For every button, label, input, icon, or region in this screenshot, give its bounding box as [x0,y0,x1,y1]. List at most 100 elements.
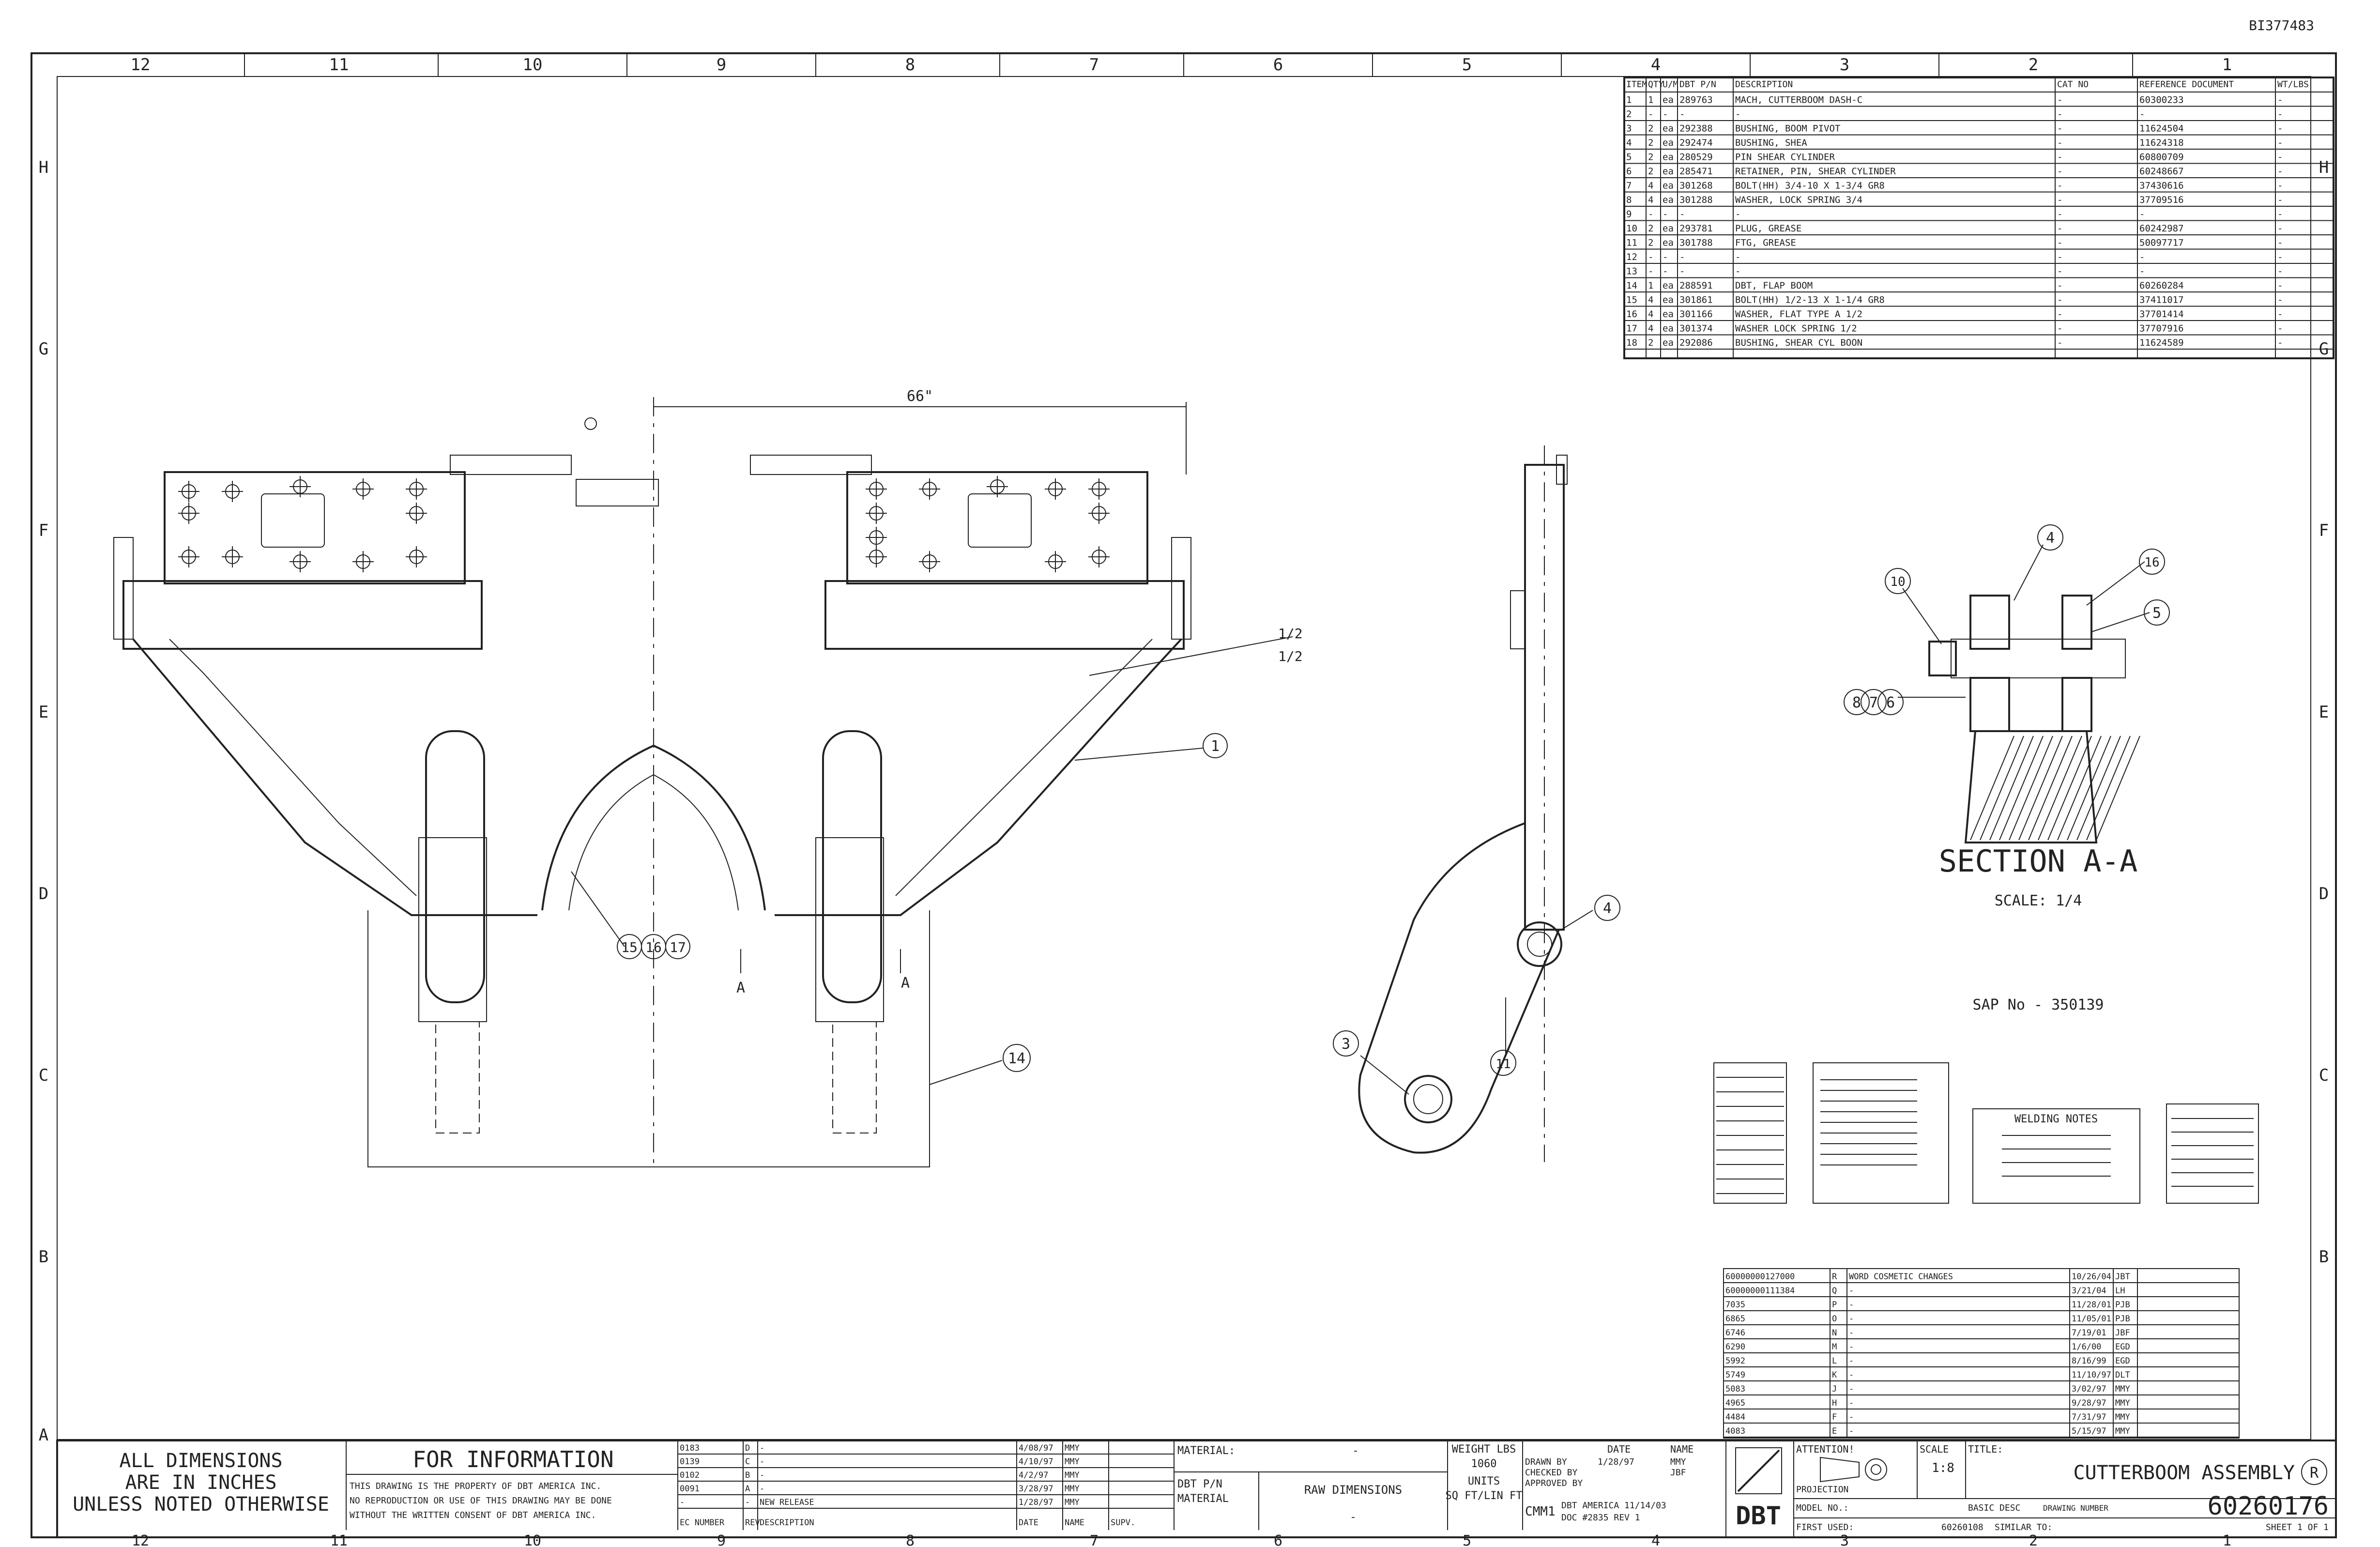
bom-cell: 18 [1626,337,1637,348]
bom-cell: - [1648,209,1653,220]
revision-cell: - [1849,1314,1854,1324]
bom-cell: - [2277,323,2283,334]
revision-cell: 6865 [1725,1314,1745,1324]
bom-cell: - [1679,266,1685,277]
bom-cell: 301166 [1679,309,1713,320]
model-label: MODEL NO.: [1796,1503,1848,1513]
zone-right-F: F [2319,521,2329,540]
balloon-sec-6 [1877,689,1904,715]
material-label: MATERIAL: [1177,1445,1235,1457]
bom-cell: 50097717 [2139,238,2184,248]
similar-to: SIMILAR TO: [1995,1522,2052,1532]
revision-cell: EGD [2115,1342,2130,1352]
bom-cell: - [2057,152,2062,163]
bom-cell: - [2277,280,2283,291]
bom-cell: - [2277,223,2283,234]
bom-cell: ea [1663,138,1674,148]
bom-cell: 11 [1626,238,1637,248]
revision-cell: 60000000127000 [1725,1272,1795,1282]
raw-dim-value: - [1350,1511,1356,1523]
bom-cell: 37709516 [2139,195,2184,205]
dbt-pn-material: MATERIAL [1177,1493,1229,1505]
revision-cell: 10/26/04 [2072,1272,2111,1282]
drawn-by-name: MMY [1670,1457,1686,1467]
revision-cell: - [1849,1370,1854,1380]
balloon-sec-4 [2037,524,2063,551]
zone-top-9: 9 [717,55,726,75]
zone-bottom-5: 5 [1463,1532,1471,1547]
rev-history-cell: - [680,1498,685,1507]
balloon-sec-4-label: 4 [2046,530,2055,547]
bom-cell: ea [1663,181,1674,191]
zone-bottom-1: 1 [2223,1532,2231,1547]
bom-cell: - [2277,266,2283,277]
balloon-3-label: 3 [1342,1036,1350,1053]
balloon-15-label: 15 [621,939,638,955]
bom-cell: - [2139,252,2145,262]
rev-footer-cell: SUPV. [1111,1518,1135,1528]
dbt-pn-label: DBT P/N [1177,1478,1222,1490]
units-label: UNITS [1468,1475,1500,1487]
bom-cell: - [2057,337,2062,348]
balloon-14 [1003,1044,1031,1072]
bom-cell: - [2057,181,2062,191]
drawn-by-date: 1/28/97 [1598,1457,1634,1467]
rev-history-cell: - [745,1498,750,1507]
bom-cell: - [2277,309,2283,320]
rev-history-cell: 4/2/97 [1019,1470,1048,1480]
bom-cell: 2 [1626,109,1632,120]
balloon-16-label: 16 [645,939,662,955]
section-scale: SCALE: 1/4 [1995,892,2082,909]
bom-cell: BUSHING, BOOM PIVOT [1735,123,1840,134]
bom-header: DBT P/N [1679,79,1716,90]
bom-cell: - [2057,252,2062,262]
zone-bottom-6: 6 [1274,1532,1282,1547]
revision-cell: - [1849,1398,1854,1408]
bom-cell: - [1679,109,1685,120]
bom-cell: ea [1663,238,1674,248]
bom-cell: - [2057,123,2062,134]
bom-header: WT/LBS [2277,79,2309,90]
revision-cell: PJB [2115,1314,2130,1324]
zone-bottom-8: 8 [906,1532,915,1547]
zone-left-E: E [39,703,48,722]
balloon-1-label: 1 [1211,738,1220,755]
rev-history-cell: 3/28/97 [1019,1484,1053,1494]
bom-cell: - [2277,337,2283,348]
bom-cell: WASHER, FLAT TYPE A 1/2 [1735,309,1862,320]
rev-history-cell: MMY [1065,1470,1080,1480]
rev-footer-cell: NAME [1065,1518,1084,1528]
bom-cell: PIN SHEAR CYLINDER [1735,152,1835,163]
rev-history-cell: A [745,1484,750,1494]
scale-label: SCALE [1920,1443,1949,1455]
zone-top-3: 3 [1840,55,1849,75]
revision-cell: PJB [2115,1300,2130,1310]
bom-cell: 7 [1626,181,1632,191]
bom-cell: 2 [1648,166,1653,177]
bom-cell: - [2139,209,2145,220]
bom-cell: 285471 [1679,166,1713,177]
bom-cell: 301268 [1679,181,1713,191]
section-title: SECTION A-A [1939,843,2138,879]
revision-cell: - [1849,1356,1854,1366]
bom-cell: - [1735,209,1740,220]
rev-history-cell: D [745,1443,750,1453]
rev-history-cell: - [760,1470,764,1480]
bom-cell: - [2277,95,2283,106]
balloon-sec-6-label: 6 [1886,694,1895,711]
revision-cell: F [1832,1412,1837,1422]
bom-cell: 5 [1626,152,1632,163]
bom-cell: 37430616 [2139,181,2184,191]
bom-cell: - [2057,209,2062,220]
bom-cell: ea [1663,280,1674,291]
revision-cell: 7/31/97 [2072,1412,2106,1422]
bom-header: CAT NO [2057,79,2089,90]
zone-bottom-4: 4 [1651,1532,1660,1547]
drawing-number-label: DRAWING NUMBER [2043,1503,2108,1513]
revision-cell: H [1832,1398,1837,1408]
bom-cell: - [2057,95,2062,106]
bom-cell: - [2139,266,2145,277]
revision-cell: 11/05/01 [2072,1314,2111,1324]
bom-cell: ea [1663,166,1674,177]
